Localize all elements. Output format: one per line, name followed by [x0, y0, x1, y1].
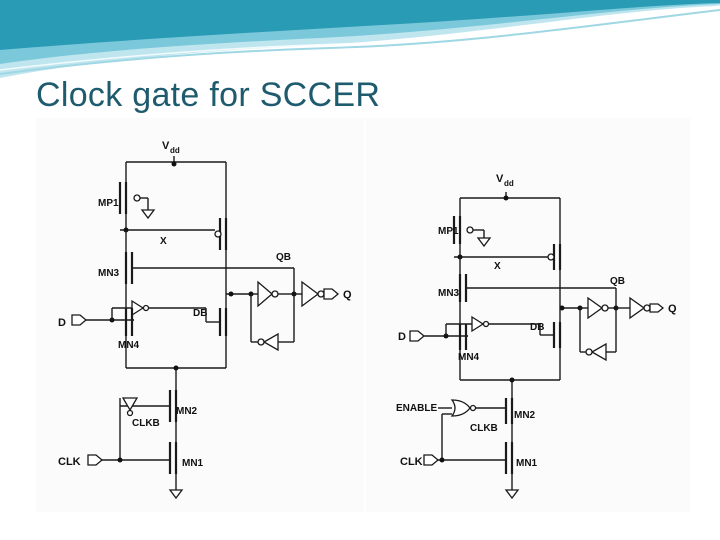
vdd-node: V dd: [126, 140, 226, 167]
x-label: X: [160, 236, 167, 247]
mp1-label: MP1: [98, 198, 119, 209]
x-node: X: [120, 227, 215, 247]
vdd-node: V dd: [460, 173, 560, 201]
mn3-label: MN3: [98, 268, 120, 279]
mn4-transistor: MN4: [118, 300, 140, 368]
mn4-transistor: MN4: [458, 318, 480, 380]
left-circuit-schematic: V dd MP1 X MN3: [58, 140, 352, 500]
enable-label: ENABLE: [396, 403, 437, 414]
mp1-label: MP1: [438, 226, 459, 237]
mn2-transistor: MN2 CLKB: [470, 398, 536, 442]
header-wave-band: [0, 0, 720, 78]
vdd-sub-label: dd: [170, 146, 180, 155]
left-circuit-panel: V dd MP1 X MN3: [36, 118, 364, 512]
vdd-label: V: [162, 140, 170, 152]
clk-label: CLK: [400, 456, 423, 468]
mp1-transistor: MP1: [438, 198, 492, 258]
pmos-right-transistor: [214, 162, 228, 294]
mn1-transistor: CLK MN1: [58, 442, 204, 500]
clk-label: CLK: [58, 456, 81, 468]
qb-latch: QB: [250, 252, 297, 352]
qb-label: QB: [610, 276, 625, 287]
x-node: X: [454, 254, 548, 272]
q-output: Q: [294, 280, 352, 308]
db-node: DB: [193, 291, 254, 350]
mn3-transistor: MN3: [98, 230, 294, 300]
mn1-label: MN1: [516, 458, 538, 469]
mn3-label: MN3: [438, 288, 460, 299]
tail-node: [460, 377, 560, 398]
pmos-right-transistor: [547, 198, 562, 308]
d-input: D: [58, 299, 207, 329]
mn4-label: MN4: [118, 340, 140, 351]
d-input: D: [398, 315, 541, 343]
x-label: X: [494, 261, 501, 272]
mn1-label: MN1: [182, 458, 204, 469]
mn3-transistor: MN3: [438, 257, 616, 318]
db-label: DB: [193, 308, 207, 319]
db-label: DB: [530, 322, 544, 333]
q-output: Q: [616, 296, 677, 320]
right-circuit-panel: V dd MP1 X MN3: [366, 118, 690, 512]
enable-gate: ENABLE: [396, 399, 506, 460]
vdd-sub-label: dd: [504, 179, 514, 188]
mp1-transistor: MP1: [98, 162, 156, 230]
vdd-label: V: [496, 173, 504, 185]
slide-title: Clock gate for SCCER: [36, 76, 381, 114]
mn2-label: MN2: [514, 410, 536, 421]
mn4-label: MN4: [458, 352, 480, 363]
mn1-transistor: CLK MN1: [400, 442, 538, 500]
clkb-label: CLKB: [132, 418, 160, 429]
right-circuit-schematic: V dd MP1 X MN3: [396, 173, 677, 500]
d-label: D: [398, 331, 406, 343]
mn2-label: MN2: [176, 406, 198, 417]
d-label: D: [58, 317, 66, 329]
qb-latch: QB: [579, 276, 625, 362]
db-node: DB: [530, 305, 583, 380]
clkb-label: CLKB: [470, 423, 498, 434]
tail-node: [126, 350, 227, 390]
qb-label: QB: [276, 252, 291, 263]
mn2-transistor: MN2 CLKB: [119, 390, 198, 460]
q-label: Q: [668, 303, 677, 315]
q-label: Q: [343, 289, 352, 301]
